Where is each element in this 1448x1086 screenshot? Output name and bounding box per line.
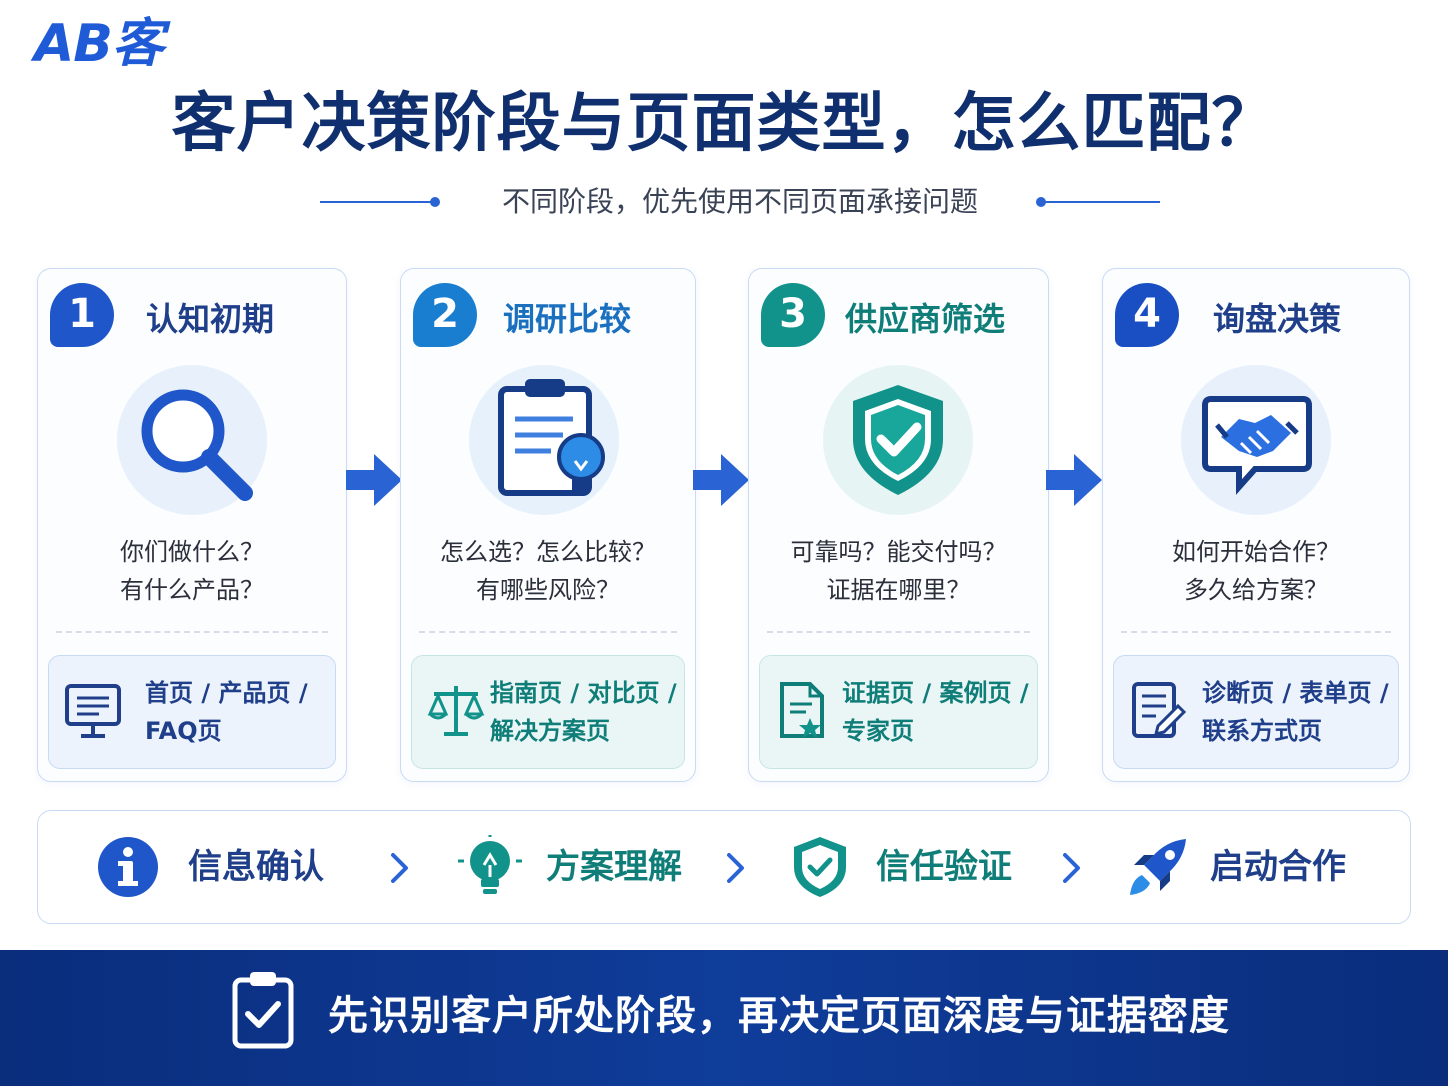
subtitle-row: 不同阶段，优先使用不同页面承接问题 [0, 180, 1448, 224]
stage-questions: 怎么选？怎么比较？ 有哪些风险？ [401, 533, 695, 609]
stage-icon-circle [823, 365, 973, 515]
lightbulb-icon [458, 835, 522, 894]
footer-banner: 先识别客户所处阶段，再决定页面深度与证据密度 [0, 950, 1448, 1086]
journey-label: 方案理解 [546, 847, 682, 887]
stage-icon-circle [469, 365, 619, 515]
stage-icon-circle [1181, 365, 1331, 515]
subtitle-dot-right [1036, 197, 1046, 207]
stage-title: 询盘决策 [1213, 300, 1342, 338]
stage-questions: 你们做什么？ 有什么产品？ [38, 533, 346, 609]
page-types-line: 联系方式页 [1202, 717, 1322, 745]
scale-icon [427, 686, 485, 736]
chevron-right-icon [1063, 853, 1080, 883]
clipboard-check-icon [232, 972, 294, 1049]
journey-strip: 信息确认 方案理解 信任验证 [37, 810, 1411, 924]
question-line: 多久给方案？ [1184, 576, 1328, 604]
question-line: 怎么选？怎么比较？ [440, 538, 656, 566]
page-subtitle: 不同阶段，优先使用不同页面承接问题 [501, 185, 978, 218]
certificate-icon [780, 682, 824, 738]
page-types-text: 证据页 / 案例页 / 专家页 [842, 674, 1031, 750]
footer-message: 先识别客户所处阶段，再决定页面深度与证据密度 [328, 993, 1230, 1039]
flow-arrow-right-icon [1046, 454, 1102, 506]
page-types-text: 指南页 / 对比页 / 解决方案页 [490, 674, 678, 750]
subtitle-dot-left [430, 197, 440, 207]
stage-title: 认知初期 [146, 300, 275, 338]
journey-label: 信息确认 [188, 847, 324, 887]
step-number-badge: 2 [413, 283, 477, 347]
magnifier-icon [141, 389, 253, 501]
subtitle-line-left [320, 201, 432, 203]
flow-arrow-right-icon [693, 454, 749, 506]
shield-check-icon [794, 837, 846, 897]
page-types-line: FAQ页 [145, 717, 222, 745]
flow-arrow-right-icon [346, 454, 402, 506]
handshake-icon [1202, 396, 1312, 495]
step-number-badge: 4 [1115, 283, 1179, 347]
page-types-box: 指南页 / 对比页 / 解决方案页 [411, 655, 685, 769]
stage-questions: 可靠吗？能交付吗？ 证据在哪里？ [749, 533, 1048, 609]
stage-card-4: 4 询盘决策 如何开始合作？ 多久给方案？ 诊断页 / 表单页 / 联系方式页 [1102, 268, 1410, 782]
rocket-icon [1130, 839, 1186, 895]
page-types-box: 诊断页 / 表单页 / 联系方式页 [1113, 655, 1399, 769]
stage-title: 调研比较 [503, 300, 632, 338]
brand-logo: AB客 [34, 14, 164, 74]
page-types-line: 证据页 / 案例页 / [842, 679, 1029, 707]
page-types-line: 诊断页 / 表单页 / [1202, 679, 1389, 707]
stage-card-2: 2 调研比较 怎么选？怎么比较？ 有哪些风险？ 指南页 / 对比页 / [400, 268, 696, 782]
page-title: 客户决策阶段与页面类型，怎么匹配？ [171, 87, 1277, 161]
question-line: 证据在哪里？ [826, 576, 971, 604]
stage-card-1: 1 认知初期 你们做什么？ 有什么产品？ 首页 / 产品页 / FAQ页 [37, 268, 347, 782]
monitor-icon [65, 684, 121, 738]
question-line: 有哪些风险？ [476, 576, 620, 604]
question-line: 你们做什么？ [120, 538, 264, 566]
divider [56, 631, 328, 633]
step-number-badge: 3 [761, 283, 825, 347]
journey-step-3: 信任验证 [788, 811, 1048, 923]
page-types-line: 解决方案页 [490, 717, 610, 745]
stage-title: 供应商筛选 [845, 300, 1006, 338]
stage-card-3: 3 供应商筛选 可靠吗？能交付吗？ 证据在哪里？ 证据页 / 案例页 / 专家页 [748, 268, 1049, 782]
subtitle-line-right [1044, 201, 1160, 203]
chevron-right-icon [727, 853, 744, 883]
journey-step-2: 方案理解 [458, 811, 718, 923]
stage-questions: 如何开始合作？ 多久给方案？ [1103, 533, 1409, 609]
page-types-text: 诊断页 / 表单页 / 联系方式页 [1202, 674, 1392, 750]
form-edit-icon [1132, 682, 1187, 738]
divider [1121, 631, 1391, 633]
journey-label: 启动合作 [1210, 847, 1346, 887]
page-types-line: 首页 / 产品页 / [145, 679, 308, 707]
journey-label: 信任验证 [876, 847, 1012, 887]
clipboard-bulb-icon [498, 379, 605, 496]
journey-step-1: 信息确认 [96, 811, 356, 923]
question-line: 有什么产品？ [120, 576, 264, 604]
divider [419, 631, 677, 633]
stage-icon-circle [117, 365, 267, 515]
page-types-line: 指南页 / 对比页 / [490, 679, 677, 707]
page-types-text: 首页 / 产品页 / FAQ页 [145, 674, 329, 750]
question-line: 如何开始合作？ [1172, 538, 1340, 566]
page-types-line: 专家页 [842, 717, 914, 745]
shield-check-icon [853, 385, 943, 495]
step-number-badge: 1 [50, 283, 114, 347]
divider [767, 631, 1030, 633]
page-types-box: 首页 / 产品页 / FAQ页 [48, 655, 336, 769]
chevron-right-icon [391, 853, 408, 883]
info-icon [98, 837, 158, 897]
question-line: 可靠吗？能交付吗？ [790, 538, 1007, 566]
page-types-box: 证据页 / 案例页 / 专家页 [759, 655, 1038, 769]
journey-step-4: 启动合作 [1126, 811, 1386, 923]
